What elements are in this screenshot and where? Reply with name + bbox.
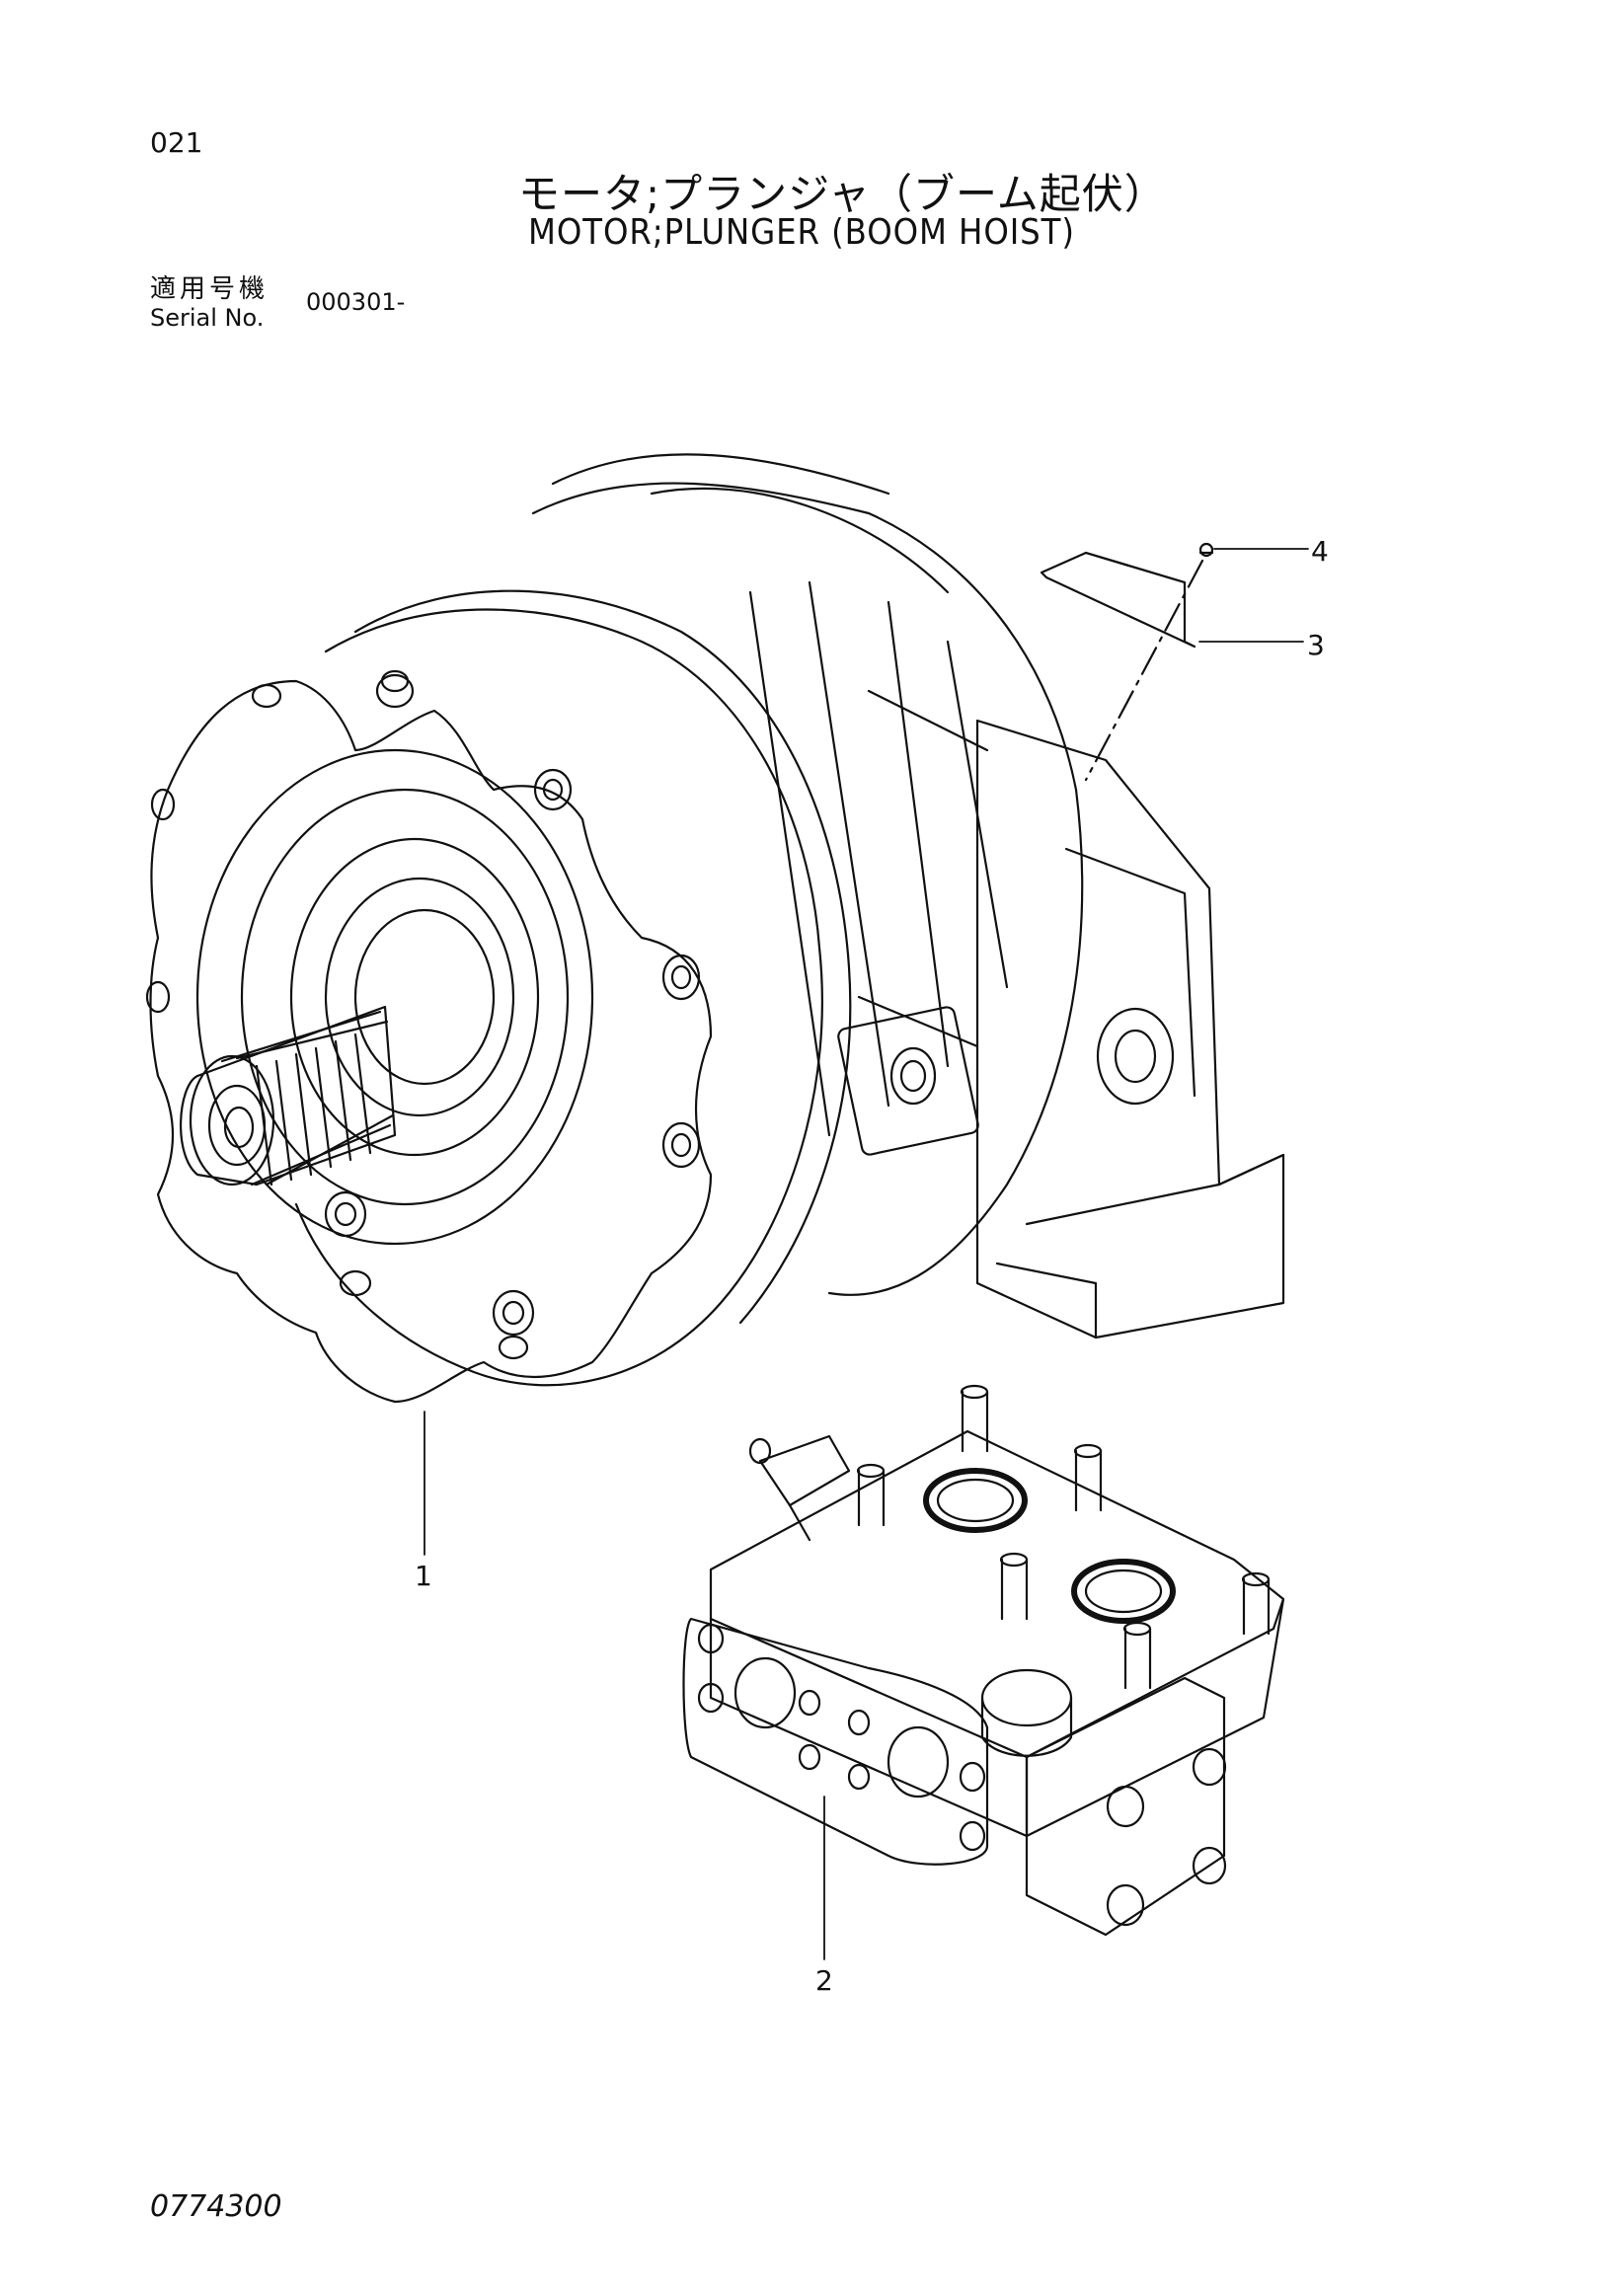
serial-number-value: 000301- xyxy=(306,288,406,316)
serial-label-japanese: 適用号機 xyxy=(150,274,270,304)
page-number: 021 xyxy=(150,126,203,159)
title-japanese: モータ;プランジャ（ブーム起伏） xyxy=(518,170,1167,218)
leader-lines xyxy=(424,548,1309,1960)
valve-block xyxy=(682,1384,1285,1937)
callout-1: 1 xyxy=(415,1560,432,1592)
document-number: 0774300 xyxy=(150,2189,282,2224)
title-english: MOTOR;PLUNGER (BOOM HOIST) xyxy=(528,212,1075,253)
callout-2: 2 xyxy=(815,1964,833,1997)
rivet xyxy=(1198,542,1214,558)
hydraulic-motor xyxy=(145,453,1285,1404)
serial-label-english: Serial No. xyxy=(150,304,265,332)
name-plate xyxy=(1040,551,1196,649)
flange-bolt-holes xyxy=(145,669,701,1360)
studs xyxy=(856,1384,1271,1690)
callout-3: 3 xyxy=(1307,629,1325,661)
callout-4: 4 xyxy=(1311,535,1329,568)
